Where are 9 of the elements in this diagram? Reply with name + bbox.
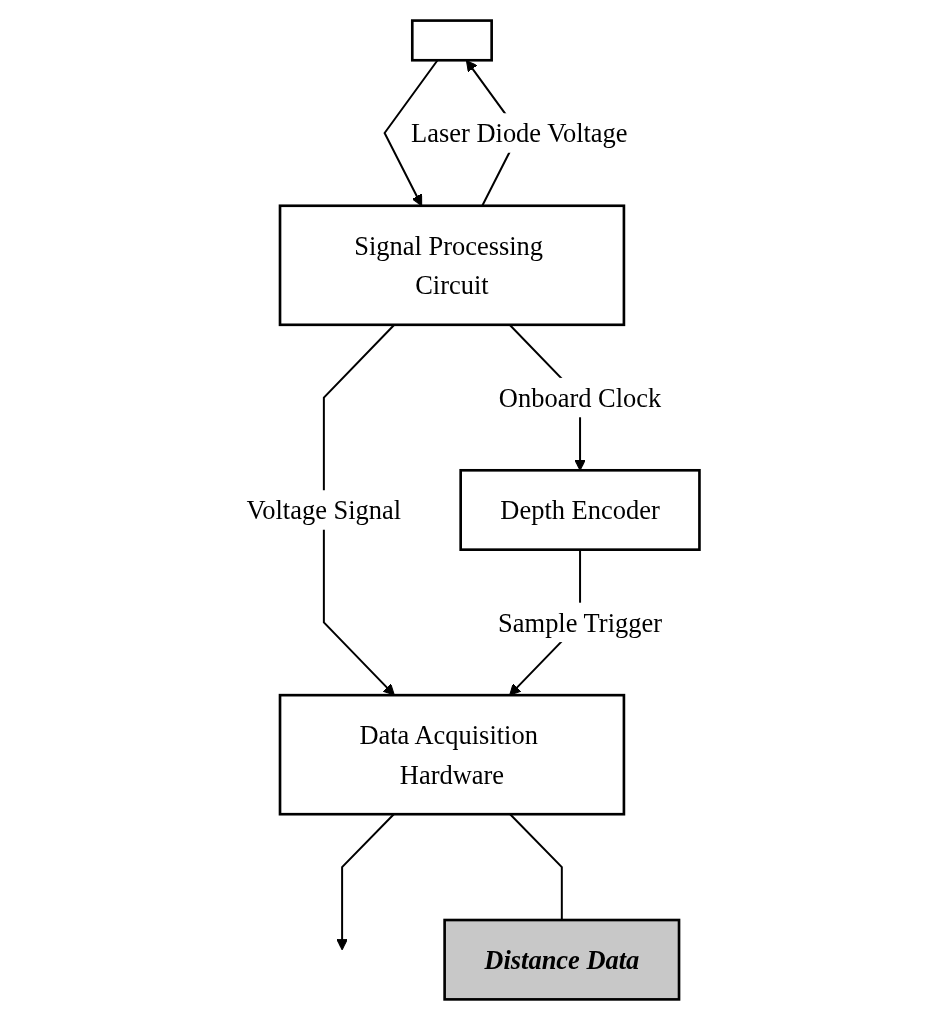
edge-label: Sample Trigger [498,607,663,637]
node-box: Depth Encoder [459,469,702,551]
node-box: Distance Data [443,918,681,1001]
node-box [411,19,494,62]
edge-label: Laser Diode Voltage [411,118,629,148]
node-box: Data Acquisition Hardware [279,693,626,816]
node-box: Signal Processing Circuit [279,204,626,327]
edge-label: Voltage Signal [247,495,402,525]
edge-label: Onboard Clock [499,383,662,413]
